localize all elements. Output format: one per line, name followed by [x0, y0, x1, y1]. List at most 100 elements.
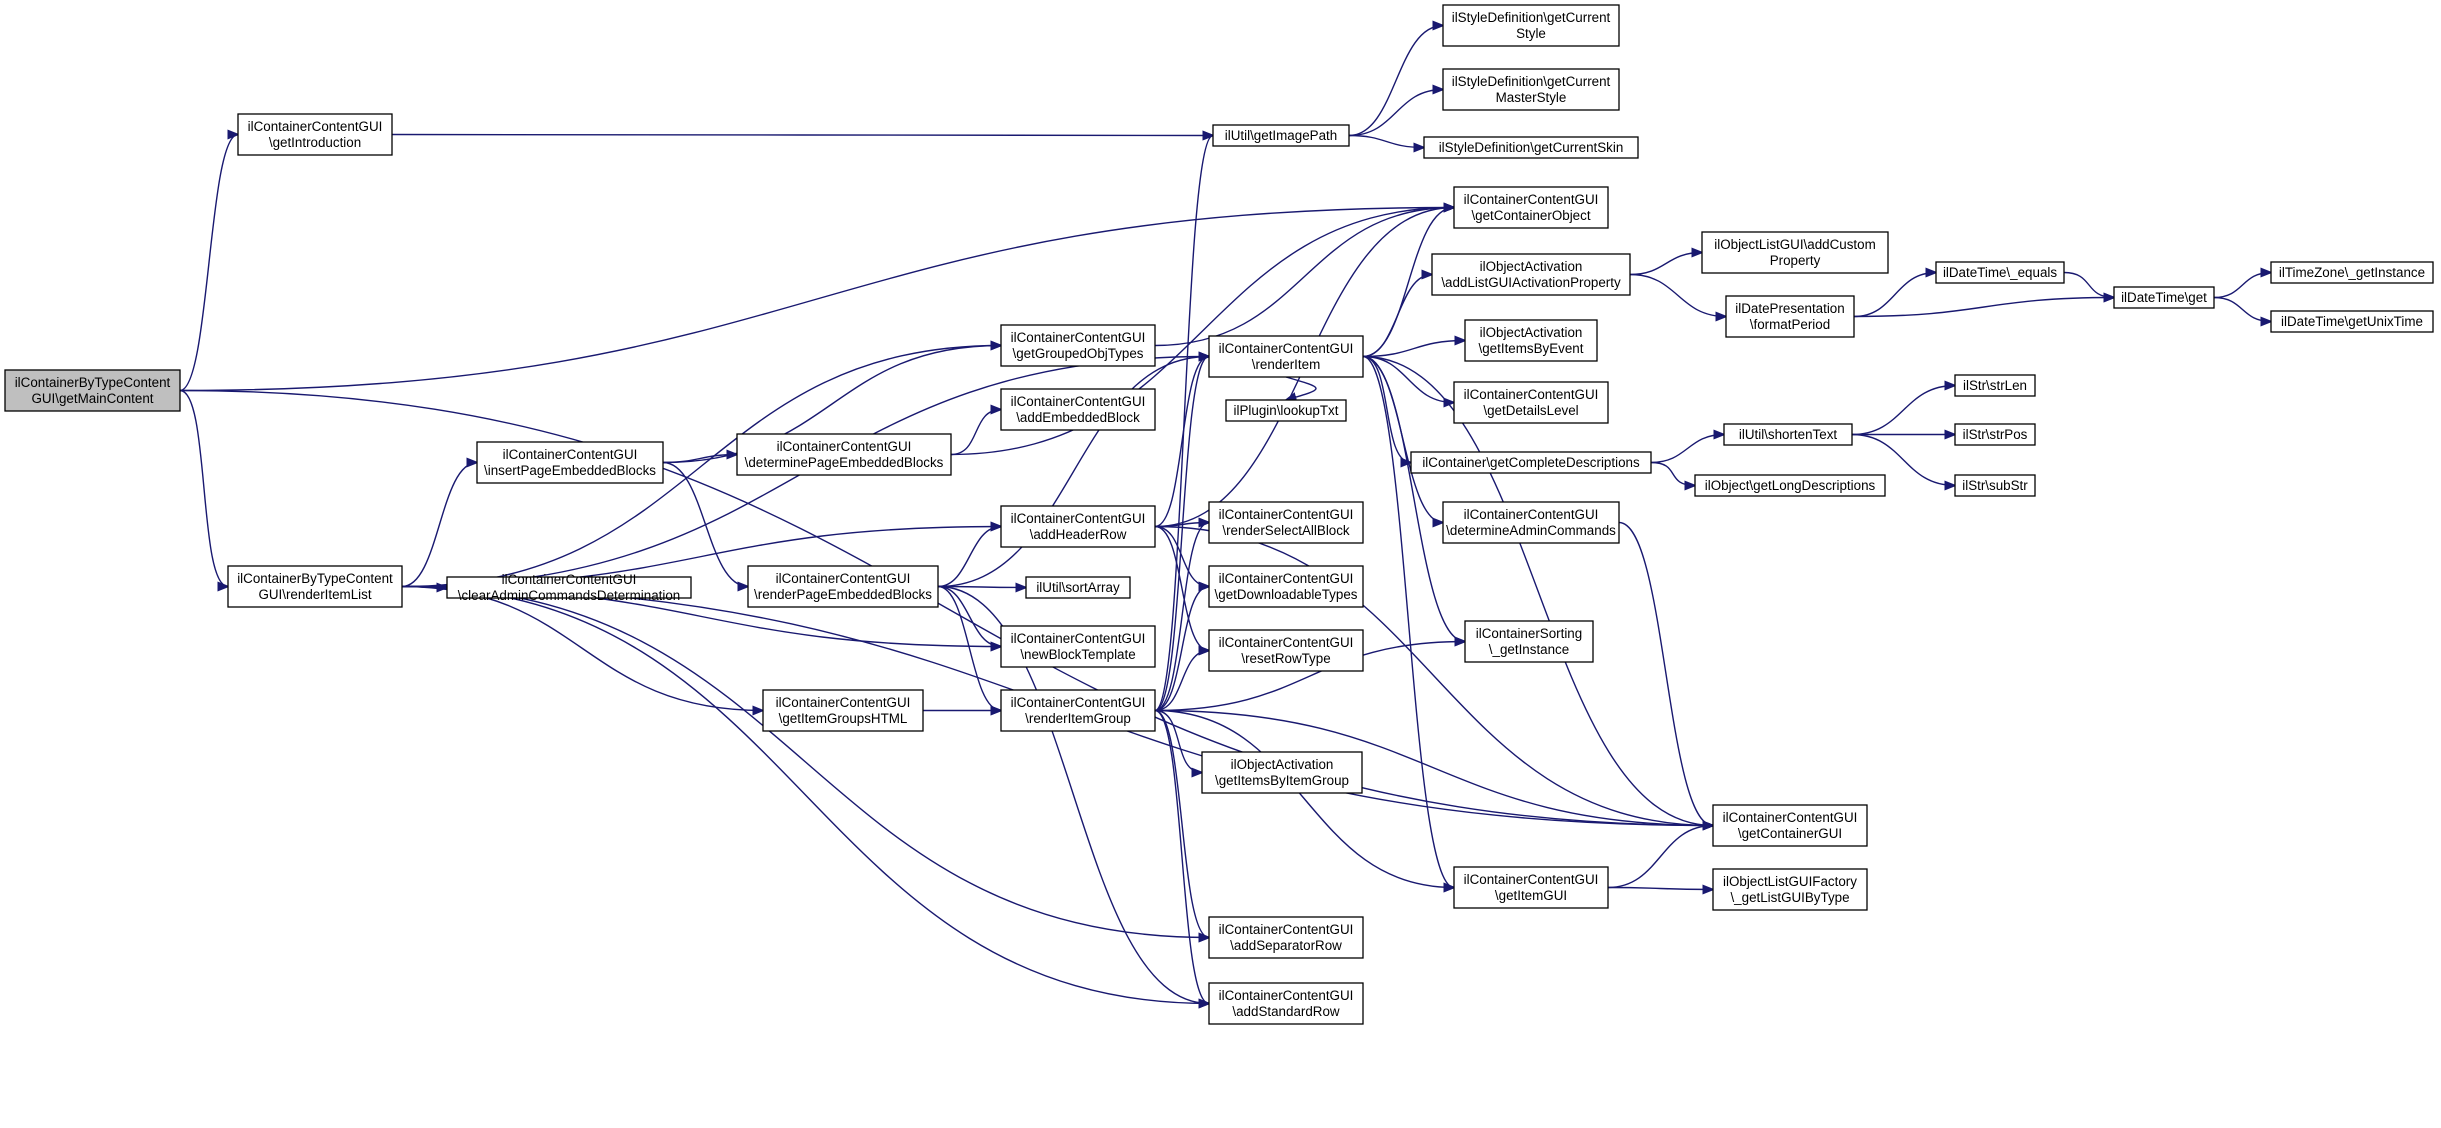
node-ilutil-shortentext[interactable]: ilUtil\shortenText	[1723, 423, 1853, 446]
node-ilcontainercontentgui-newblocktemplate[interactable]: ilContainerContentGUI\newBlockTemplate	[1000, 625, 1156, 668]
edge-ri-to-gig	[1362, 355, 1454, 888]
node-ilobjectlistguifactory-getlistguibytype[interactable]: ilObjectListGUIFactory\_getListGUIByType	[1712, 868, 1868, 911]
node-label-line: MasterStyle	[1496, 90, 1567, 105]
node-box	[1000, 689, 1156, 732]
node-ilcontainercontentgui-addstandardrow[interactable]: ilContainerContentGUI\addStandardRow	[1208, 982, 1364, 1025]
node-ildatetime-equals[interactable]: ilDateTime\_equals	[1935, 261, 2065, 284]
node-box	[1208, 565, 1364, 608]
edge-ahr-to-ri	[1154, 357, 1209, 528]
node-ilcontainercontentgui-renderpageembeddedblocks[interactable]: ilContainerContentGUI\renderPageEmbedded…	[747, 565, 939, 608]
node-label-line: \_getListGUIByType	[1730, 890, 1849, 905]
node-box	[1025, 576, 1131, 599]
node-ilutil-sortarray[interactable]: ilUtil\sortArray	[1025, 576, 1131, 599]
node-ilstyledefinition-getcurrentskin[interactable]: ilStyleDefinition\getCurrentSkin	[1423, 136, 1639, 159]
node-ilcontainercontentgui-addheaderrow[interactable]: ilContainerContentGUI\addHeaderRow	[1000, 505, 1156, 548]
node-box	[1701, 231, 1889, 274]
edge-ipeb-to-dpeb	[662, 455, 737, 464]
node-ilstr-strlen[interactable]: ilStr\strLen	[1954, 374, 2036, 397]
node-ilobjectactivation-getitemsbyevent[interactable]: ilObjectActivation\getItemsByEvent	[1464, 319, 1598, 362]
node-ildatepresentation-formatperiod[interactable]: ilDatePresentation\formatPeriod	[1725, 295, 1855, 338]
node-box	[1431, 253, 1631, 296]
edge-img-to-scsk	[1348, 134, 1424, 148]
node-ilcontainercontentgui-renderitemgroup[interactable]: ilContainerContentGUI\renderItemGroup	[1000, 689, 1156, 732]
node-ilcontainercontentgui-getdetailslevel[interactable]: ilContainerContentGUI\getDetailsLevel	[1453, 381, 1609, 424]
node-ilcontainercontentgui-getitemgui[interactable]: ilContainerContentGUI\getItemGUI	[1453, 866, 1609, 909]
edge-ri-to-gdl	[1362, 355, 1454, 403]
node-iltimezone-getinstance[interactable]: ilTimeZone\_getInstance	[2270, 261, 2434, 284]
node-box	[1000, 324, 1156, 367]
node-box	[1453, 381, 1609, 424]
node-label-line: ilContainerContentGUI	[1464, 872, 1599, 887]
node-box	[1694, 474, 1886, 497]
node-ilstr-substr[interactable]: ilStr\subStr	[1954, 474, 2036, 497]
edge-ri-to-gibe	[1362, 341, 1465, 358]
node-ilobject-getlongdescriptions[interactable]: ilObject\getLongDescriptions	[1694, 474, 1886, 497]
node-label-line: ilContainerByTypeContent	[15, 375, 171, 390]
node-ilcontainercontentgui-getcontainerobject[interactable]: ilContainerContentGUI\getContainerObject	[1453, 186, 1609, 229]
edge-gig-to-olgf	[1607, 888, 1713, 890]
edge-root-to-rel	[179, 389, 228, 587]
edge-fp-to-dget	[1853, 298, 2114, 318]
node-label-line: ilStr\strPos	[1963, 427, 2028, 442]
node-label-line: \renderItemGroup	[1025, 711, 1131, 726]
node-ilobjectactivation-getitemsbyitemgroup[interactable]: ilObjectActivation\getItemsByItemGroup	[1201, 751, 1363, 794]
node-box	[1423, 136, 1639, 159]
edge-ri-to-gcd	[1362, 355, 1411, 463]
node-ilcontainer-getcompletedescriptions[interactable]: ilContainer\getCompleteDescriptions	[1410, 451, 1652, 474]
node-label-line: \addEmbeddedBlock	[1016, 410, 1140, 425]
edge-rpeb-to-rig	[937, 585, 1001, 711]
node-label-line: \addHeaderRow	[1030, 527, 1127, 542]
node-label-line: \addStandardRow	[1232, 1004, 1340, 1019]
node-label-line: ilContainerContentGUI	[1464, 507, 1599, 522]
node-ilcontainercontentgui-determinepageembeddedblocks[interactable]: ilContainerContentGUI\determinePageEmbed…	[736, 433, 952, 476]
node-box	[1000, 388, 1156, 431]
node-ilcontainercontentgui-determineadmincommands[interactable]: ilContainerContentGUI\determineAdminComm…	[1442, 501, 1620, 544]
node-ilutil-getimagepath[interactable]: ilUtil\getImagePath	[1212, 124, 1350, 147]
node-label-line: ilContainerContentGUI	[1011, 330, 1146, 345]
node-ilcontainercontentgui-addseparatorrow[interactable]: ilContainerContentGUI\addSeparatorRow	[1208, 916, 1364, 959]
node-label-line: \resetRowType	[1241, 651, 1330, 666]
node-label-line: ilContainerContentGUI	[1011, 394, 1146, 409]
node-ilcontainercontentgui-getdownloadabletypes[interactable]: ilContainerContentGUI\getDownloadableTyp…	[1208, 565, 1364, 608]
node-ilcontainercontentgui-getcontainergui[interactable]: ilContainerContentGUI\getContainerGUI	[1712, 804, 1868, 847]
node-ilcontainercontentgui-renderselectallblock[interactable]: ilContainerContentGUI\renderSelectAllBlo…	[1208, 501, 1364, 544]
node-ilcontainerbytypecontent-gui-getmaincontent[interactable]: ilContainerByTypeContentGUI\getMainConte…	[4, 369, 181, 412]
node-label-line: ilContainerContentGUI	[1219, 341, 1354, 356]
node-ildatetime-get[interactable]: ilDateTime\get	[2113, 286, 2215, 309]
node-ilplugin-lookuptxt[interactable]: ilPlugin\lookupTxt	[1225, 399, 1347, 422]
node-label-line: ilContainerContentGUI	[1219, 571, 1354, 586]
node-box	[237, 113, 393, 156]
node-label-line: ilStr\strLen	[1963, 378, 2027, 393]
node-ilcontainersorting-getinstance[interactable]: ilContainerSorting\_getInstance	[1464, 620, 1594, 663]
node-label-line: ilContainerContentGUI	[1011, 695, 1146, 710]
node-label-line: ilContainerContentGUI	[1219, 507, 1354, 522]
node-label-line: ilUtil\sortArray	[1036, 580, 1120, 595]
edge-rig-to-astd	[1154, 709, 1209, 1004]
node-box	[1410, 451, 1652, 474]
node-ilcontainercontentgui-getgroupedobjtypes[interactable]: ilContainerContentGUI\getGroupedObjTypes	[1000, 324, 1156, 367]
edge-rig-to-gig	[1154, 709, 1454, 888]
node-ilcontainercontentgui-getitemgroupshtml[interactable]: ilContainerContentGUI\getItemGroupsHTML	[762, 689, 924, 732]
node-ilcontainerbytypecontent-gui-renderitemlist[interactable]: ilContainerByTypeContentGUI\renderItemLi…	[227, 565, 403, 608]
node-ilcontainercontentgui-insertpageembeddedblocks[interactable]: ilContainerContentGUI\insertPageEmbedded…	[476, 441, 664, 484]
node-label-line: ilStr\subStr	[1962, 478, 2028, 493]
node-ilcontainercontentgui-clearadmincommandsdetermination[interactable]: ilContainerContentGUI\clearAdminCommands…	[446, 572, 692, 603]
edge-rig-to-ri	[1154, 357, 1209, 712]
node-ilstr-strpos[interactable]: ilStr\strPos	[1954, 423, 2036, 446]
node-ildatetime-getunixtime[interactable]: ilDateTime\getUnixTime	[2270, 310, 2434, 333]
node-label-line: ilContainerContentGUI	[248, 119, 383, 134]
node-ilcontainercontentgui-resetrowtype[interactable]: ilContainerContentGUI\resetRowType	[1208, 629, 1364, 672]
edge-alap-to-olac	[1629, 253, 1702, 276]
node-ilcontainercontentgui-addembeddedblock[interactable]: ilContainerContentGUI\addEmbeddedBlock	[1000, 388, 1156, 431]
node-ilcontainercontentgui-renderitem[interactable]: ilContainerContentGUI\renderItem	[1208, 335, 1364, 378]
edge-ahr-to-rrt	[1154, 525, 1209, 651]
node-box	[1442, 501, 1620, 544]
edge-st-to-ssub	[1851, 433, 1955, 486]
node-ilcontainercontentgui-getintroduction[interactable]: ilContainerContentGUI\getIntroduction	[237, 113, 393, 156]
node-ilobjectactivation-addlistguiactivationproperty[interactable]: ilObjectActivation\addListGUIActivationP…	[1431, 253, 1631, 296]
node-label-line: \getDetailsLevel	[1483, 403, 1578, 418]
node-label-line: \getGroupedObjTypes	[1012, 346, 1143, 361]
